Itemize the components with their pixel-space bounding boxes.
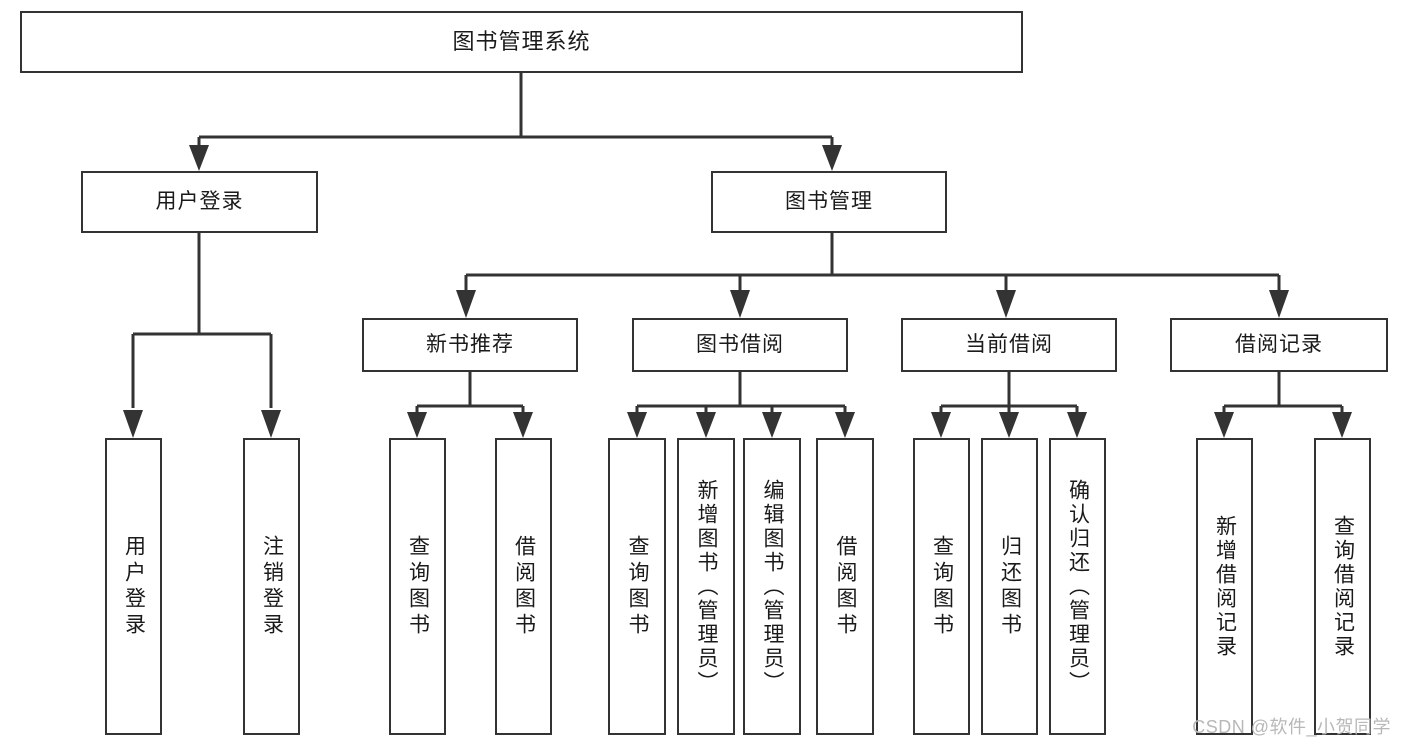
node-leaf-add-book-label: 新增图书（管理员） <box>695 478 719 695</box>
csdn-watermark: CSDN @软件_小贺同学 <box>1192 717 1391 737</box>
node-leaf-confirm-return-label: 确认归还（管理员） <box>1066 478 1090 695</box>
node-leaf-logout[interactable]: 注销登录 <box>243 438 300 735</box>
node-leaf-add-record[interactable]: 新增借阅记录 <box>1196 438 1253 735</box>
node-leaf-borrow-book-1-label: 借阅图书 <box>512 534 536 639</box>
node-leaf-edit-book[interactable]: 编辑图书（管理员） <box>743 438 801 735</box>
node-user-login-label: 用户登录 <box>155 190 244 214</box>
node-leaf-query-book-2[interactable]: 查询图书 <box>608 438 666 735</box>
node-leaf-borrow-book-1[interactable]: 借阅图书 <box>495 438 552 735</box>
node-book-manage[interactable]: 图书管理 <box>711 171 947 233</box>
node-leaf-return-book[interactable]: 归还图书 <box>981 438 1038 735</box>
node-current-borrow[interactable]: 当前借阅 <box>901 318 1117 372</box>
node-leaf-query-book-1-label: 查询图书 <box>406 534 430 639</box>
node-leaf-confirm-return[interactable]: 确认归还（管理员） <box>1049 438 1106 735</box>
node-leaf-user-login[interactable]: 用户登录 <box>105 438 162 735</box>
node-leaf-logout-label: 注销登录 <box>260 534 284 639</box>
node-leaf-add-record-label: 新增借阅记录 <box>1213 514 1237 659</box>
node-borrow-record[interactable]: 借阅记录 <box>1170 318 1388 372</box>
node-leaf-query-book-3-label: 查询图书 <box>930 534 954 639</box>
node-leaf-query-record[interactable]: 查询借阅记录 <box>1314 438 1371 735</box>
node-leaf-query-book-3[interactable]: 查询图书 <box>913 438 970 735</box>
node-leaf-borrow-book-2-label: 借阅图书 <box>834 534 858 639</box>
node-root-system[interactable]: 图书管理系统 <box>20 11 1023 73</box>
node-current-borrow-label: 当前借阅 <box>965 333 1053 357</box>
node-book-borrow[interactable]: 图书借阅 <box>632 318 848 372</box>
node-root-label: 图书管理系统 <box>452 28 591 54</box>
node-leaf-edit-book-label: 编辑图书（管理员） <box>761 478 785 695</box>
node-borrow-record-label: 借阅记录 <box>1235 333 1323 357</box>
node-leaf-query-book-1[interactable]: 查询图书 <box>389 438 446 735</box>
node-book-borrow-label: 图书借阅 <box>696 333 784 357</box>
node-leaf-return-book-label: 归还图书 <box>998 534 1022 639</box>
node-leaf-query-book-2-label: 查询图书 <box>626 534 650 639</box>
node-leaf-borrow-book-2[interactable]: 借阅图书 <box>816 438 874 735</box>
node-book-manage-label: 图书管理 <box>785 190 873 214</box>
node-leaf-user-login-label: 用户登录 <box>122 534 146 639</box>
node-leaf-add-book[interactable]: 新增图书（管理员） <box>677 438 735 735</box>
node-user-login[interactable]: 用户登录 <box>81 171 318 233</box>
node-leaf-query-record-label: 查询借阅记录 <box>1331 514 1355 659</box>
node-new-book-recommend-label: 新书推荐 <box>426 333 514 357</box>
node-new-book-recommend[interactable]: 新书推荐 <box>362 318 578 372</box>
